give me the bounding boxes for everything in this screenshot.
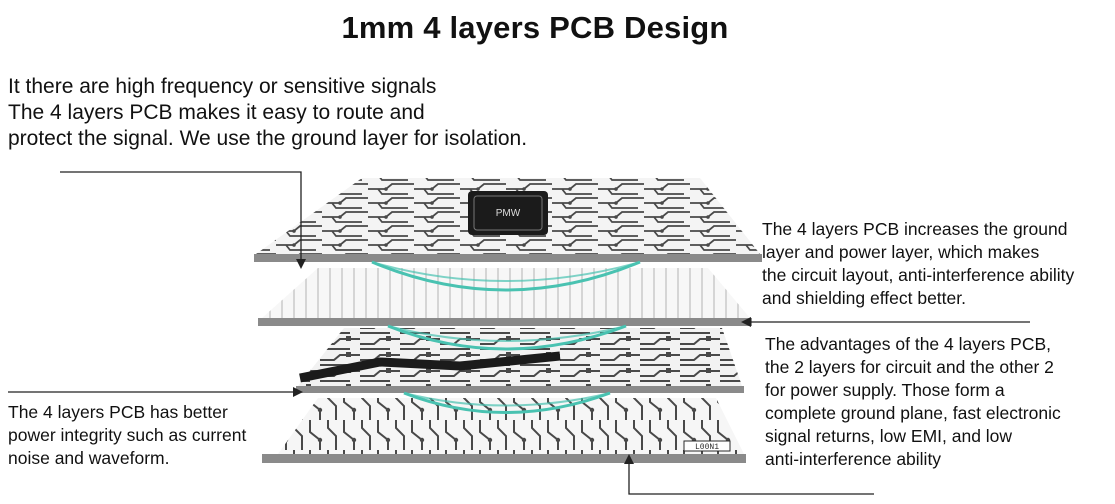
chip-label: PMW xyxy=(496,208,521,219)
layer-edge xyxy=(296,386,744,393)
layer-edge xyxy=(254,254,762,262)
note-line: the 2 layers for circuit and the other 2 xyxy=(765,357,1054,377)
signal-ring xyxy=(387,325,627,342)
pcb-layer-top: PMW xyxy=(254,178,762,262)
intro-line: protect the signal. We use the ground la… xyxy=(8,127,528,150)
pcb-layer-power xyxy=(296,328,744,393)
pcb-layer-bottom: L00N1 xyxy=(262,398,746,463)
layer-edge xyxy=(262,454,746,463)
signal-ring xyxy=(387,324,627,351)
chip-icon: PMW xyxy=(468,191,548,235)
note-line: The 4 layers PCB has better xyxy=(8,402,228,422)
note-line: complete ground plane, fast electronic xyxy=(765,403,1061,423)
note-line: anti-interference ability xyxy=(765,449,942,469)
note-line: and shielding effect better. xyxy=(762,288,966,308)
layer-edge xyxy=(258,318,752,326)
page-title: 1mm 4 layers PCB Design xyxy=(341,10,729,45)
board-code: L00N1 xyxy=(695,443,719,452)
intro-line: It there are high frequency or sensitive… xyxy=(8,75,437,98)
note-line: for power supply. Those form a xyxy=(765,380,1005,400)
arrow-right-bottom xyxy=(624,454,874,495)
note-line: The 4 layers PCB increases the ground xyxy=(762,219,1068,239)
intro-text: It there are high frequency or sensitive… xyxy=(8,74,527,152)
note-advantages: The advantages of the 4 layers PCB, the … xyxy=(765,333,1061,471)
signal-ring xyxy=(371,261,641,282)
signal-ring xyxy=(403,392,611,407)
note-line: the circuit layout, anti-interference ab… xyxy=(762,265,1075,285)
note-line: signal returns, low EMI, and low xyxy=(765,426,1013,446)
arrow-intro xyxy=(60,171,306,269)
leader-arrows xyxy=(8,171,1030,495)
note-line: The advantages of the 4 layers PCB, xyxy=(765,334,1051,354)
note-ground-power-layer: The 4 layers PCB increases the ground la… xyxy=(762,218,1074,310)
pcb-layer-ground xyxy=(258,268,752,326)
note-line: power integrity such as current xyxy=(8,425,247,445)
signal-ring xyxy=(403,391,611,414)
note-line: layer and power layer, which makes xyxy=(762,242,1040,262)
note-power-integrity: The 4 layers PCB has better power integr… xyxy=(8,401,246,470)
signal-ring xyxy=(371,260,641,292)
note-line: noise and waveform. xyxy=(8,448,170,468)
intro-line: The 4 layers PCB makes it easy to route … xyxy=(8,101,425,124)
signal-rings xyxy=(371,260,641,414)
